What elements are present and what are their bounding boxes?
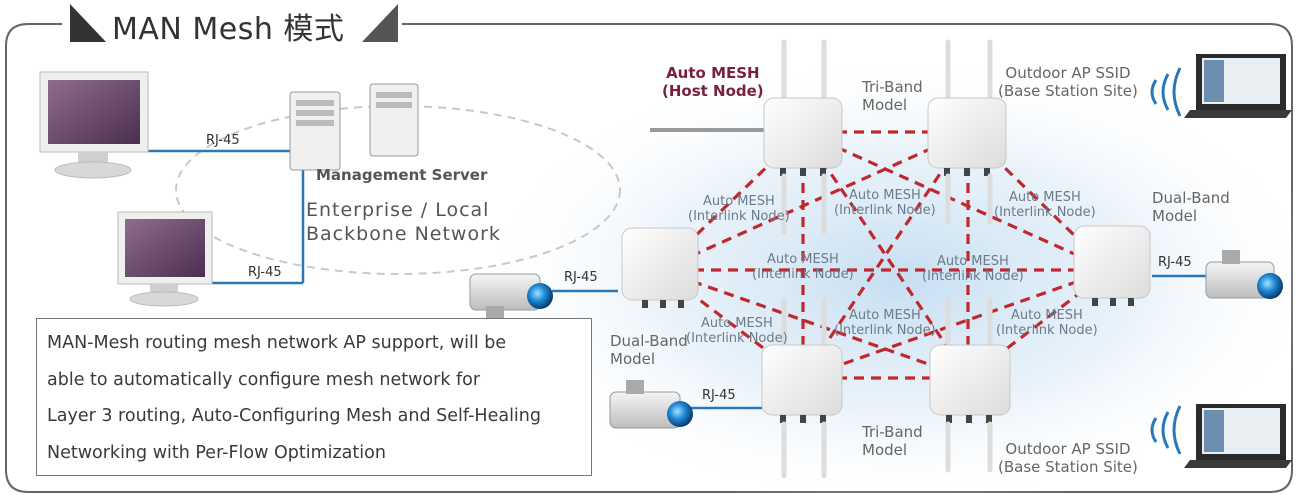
dual-band-left-label: Dual-Band Model [610,332,688,368]
interlink-line2: (Interlink Node) [994,205,1096,220]
outdoor-ap-top-label: Outdoor AP SSID (Base Station Site) [998,64,1138,100]
backbone-label: Enterprise / Local Backbone Network [306,198,501,246]
interlink-label: Auto MESH (Interlink Node) [922,254,1024,284]
server-1 [289,91,341,171]
interlink-line2: (Interlink Node) [922,269,1024,284]
interlink-line2: (Interlink Node) [834,323,936,338]
interlink-label: Auto MESH (Interlink Node) [834,188,936,218]
monitor-top-left [39,71,149,179]
interlink-line1: Auto MESH [936,254,1009,269]
ap-tri-band-top [927,39,1007,225]
interlink-label: Auto MESH (Interlink Node) [688,194,790,224]
interlink-label: Auto MESH (Interlink Node) [834,308,936,338]
host-node-line1: Auto MESH [666,64,760,82]
interlink-line1: Auto MESH [702,194,775,209]
camera-bottom [609,380,693,429]
ap-dual-band-right [1073,225,1151,306]
interlink-line1: Auto MESH [766,252,839,267]
description-box: MAN-Mesh routing mesh network AP support… [36,318,592,476]
interlink-line1: Auto MESH [848,188,921,203]
interlink-line1: Auto MESH [848,308,921,323]
outdoor-ap-bottom-label: Outdoor AP SSID (Base Station Site) [998,440,1138,476]
camera-right [1205,250,1283,299]
rj45-label: RJ-45 [564,270,598,285]
interlink-line2: (Interlink Node) [834,203,936,218]
wifi-icon [1150,67,1182,117]
interlink-label: Auto MESH (Interlink Node) [752,252,854,282]
tri-band-line2: Model [862,441,908,459]
dual-band-line1: Dual-Band [610,332,688,350]
interlink-line2: (Interlink Node) [686,331,788,346]
tri-band-line2: Model [862,96,908,114]
tri-band-line1: Tri-Band [862,78,923,96]
dual-band-line1: Dual-Band [1152,189,1230,207]
ap-dual-band-left [621,227,699,308]
monitor-bottom-left [117,211,213,307]
wifi-icon [1150,405,1182,455]
description-line: Networking with Per-Flow Optimization [47,442,386,463]
outdoor-ap-line2: (Base Station Site) [998,458,1138,476]
description-line: MAN-Mesh routing mesh network AP support… [47,333,507,353]
management-server-label: Management Server [316,166,488,184]
interlink-line2: (Interlink Node) [688,209,790,224]
backbone-line1: Enterprise / Local [306,199,490,221]
tri-band-line1: Tri-Band [862,423,923,441]
interlink-line2: (Interlink Node) [996,323,1098,338]
interlink-label: Auto MESH (Interlink Node) [686,316,788,346]
ap-host-node [763,39,843,235]
outdoor-ap-line2: (Base Station Site) [998,82,1138,100]
interlink-line1: Auto MESH [1010,308,1083,323]
rj45-label: RJ-45 [702,388,736,403]
dual-band-line2: Model [1152,207,1198,225]
rj45-label: RJ-45 [206,133,240,148]
backbone-line2: Backbone Network [306,223,501,245]
interlink-line1: Auto MESH [1008,190,1081,205]
interlink-label: Auto MESH (Interlink Node) [994,190,1096,220]
tri-band-bottom-label: Tri-Band Model [862,423,923,459]
dual-band-line2: Model [610,350,656,368]
camera-left [469,273,553,320]
title-tab [62,0,402,46]
diagram-title: MAN Mesh 模式 [112,12,345,47]
host-node-line2: (Host Node) [662,82,764,100]
description-line: Layer 3 routing, Auto-Configuring Mesh a… [47,406,541,426]
outdoor-ap-line1: Outdoor AP SSID [1005,64,1131,82]
ap-tri-band-bottom-right [929,297,1011,473]
rj45-label: RJ-45 [248,265,282,280]
server-2 [369,83,419,157]
outdoor-ap-line1: Outdoor AP SSID [1005,440,1131,458]
laptop-top [1184,54,1292,118]
interlink-line1: Auto MESH [700,316,773,331]
title-triangle-icon [70,4,398,42]
description-line: able to automatically configure mesh net… [47,369,481,390]
interlink-line2: (Interlink Node) [752,267,854,282]
rj45-label: RJ-45 [1158,255,1192,270]
interlink-label: Auto MESH (Interlink Node) [996,308,1098,338]
tri-band-top-label: Tri-Band Model [862,78,923,114]
laptop-bottom [1184,404,1292,468]
dual-band-right-label: Dual-Band Model [1152,189,1230,225]
ap-tri-band-bottom-left [761,297,843,479]
host-node-label: Auto MESH (Host Node) [662,64,764,100]
